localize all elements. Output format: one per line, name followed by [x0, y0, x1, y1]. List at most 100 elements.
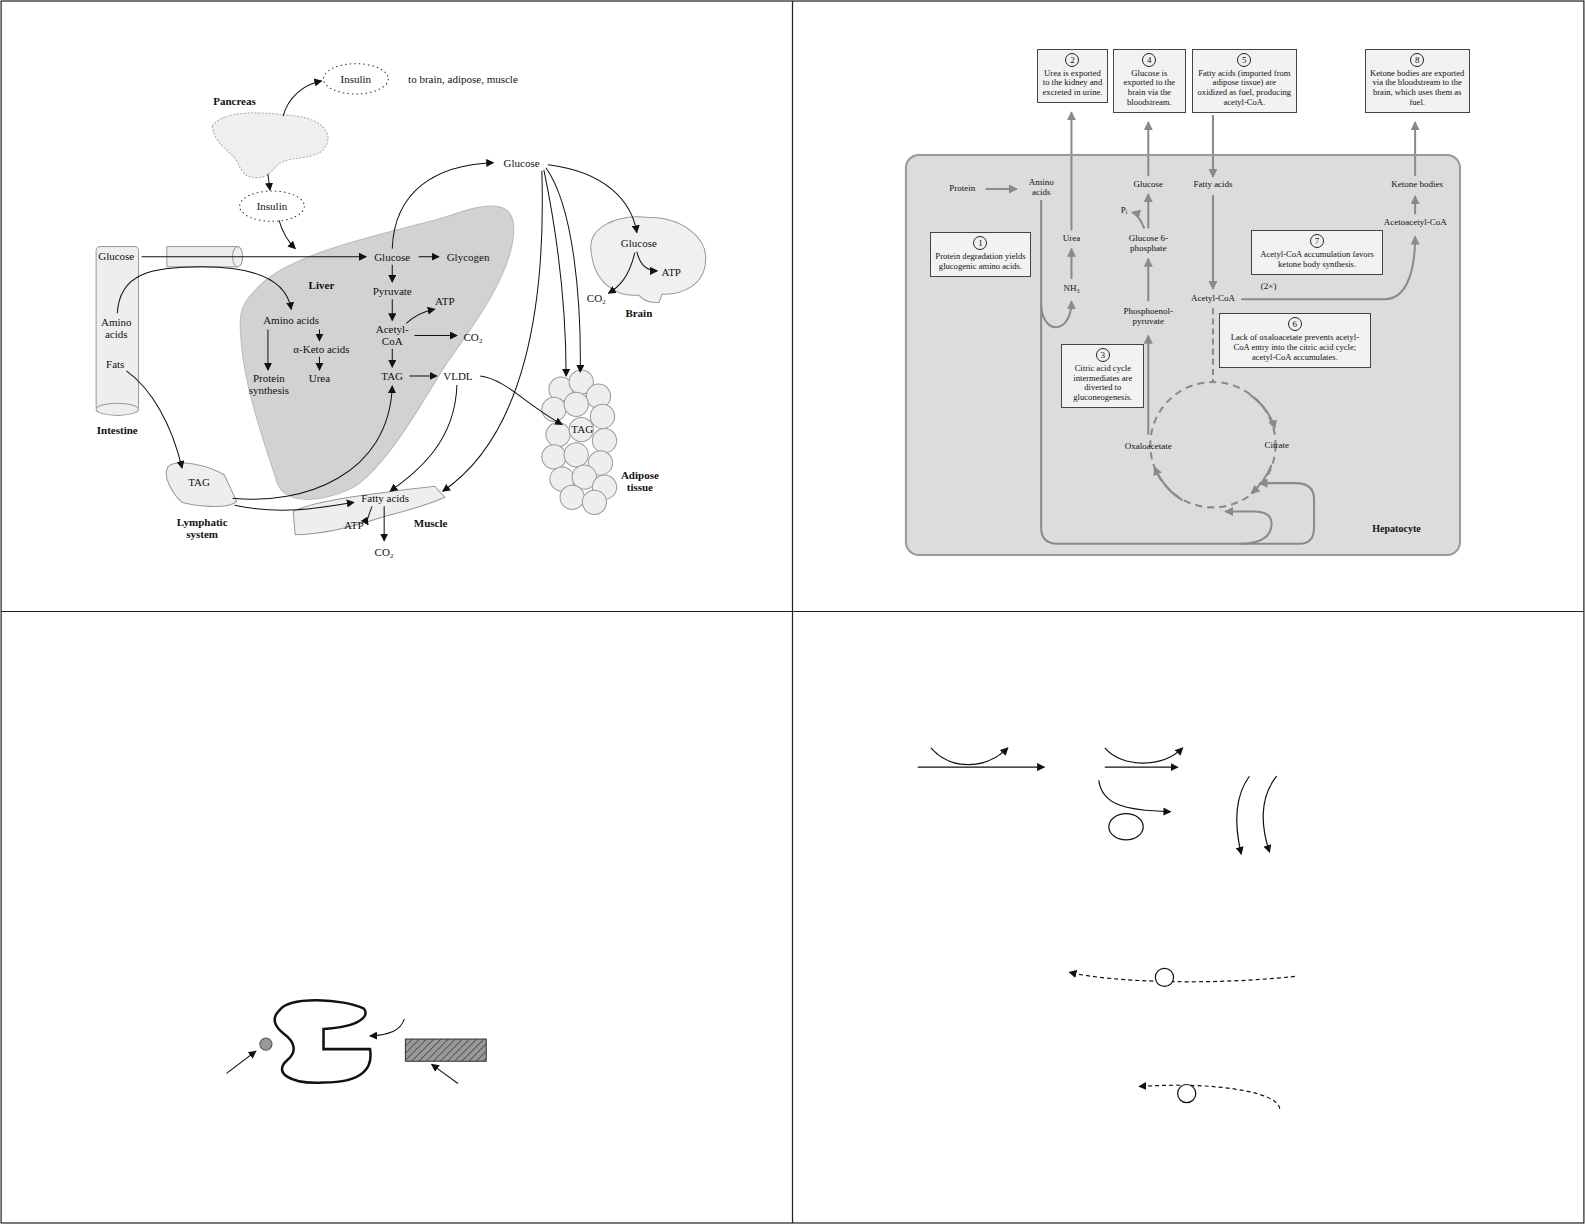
metabolite-label: Fatty acids	[1193, 180, 1232, 190]
metabolite-label: Acetoacetyl-CoA	[1384, 218, 1447, 228]
metabolite-label: (2×)	[1261, 282, 1277, 292]
pathway-label: α-Keto acids	[293, 343, 349, 355]
pathway-label: TAG	[571, 423, 593, 435]
callout-number: 7	[1310, 234, 1324, 248]
export-arrow	[1147, 122, 1149, 176]
pathway-label: Lymphatic system	[167, 516, 237, 540]
pathway-label: Adipose tissue	[613, 469, 667, 493]
liver-shape	[240, 206, 514, 500]
callout-box: 8Ketone bodies are exported via the bloo…	[1365, 49, 1470, 114]
metabolite-label: Phosphoenol- pyruvate	[1117, 308, 1179, 328]
metabolite-label: NH₃	[1063, 284, 1079, 294]
metabolite-label: Glucose	[1134, 180, 1164, 190]
pathway-label: Insulin	[341, 73, 372, 85]
callout-number: 5	[1237, 53, 1251, 67]
export-arrow	[1414, 122, 1416, 176]
pathway-label: Brain	[625, 307, 652, 319]
pathway-label: Acetyl- CoA	[370, 322, 414, 346]
pathway-label: Protein synthesis	[239, 372, 299, 396]
pathway-label: Fatty acids	[361, 492, 409, 504]
callout-number: 3	[1096, 348, 1110, 362]
pathway-label: CO₂	[464, 331, 483, 343]
fat-cell	[560, 485, 584, 509]
callout-number: 8	[1410, 53, 1424, 67]
brain-shape	[591, 217, 706, 303]
callout-box: 2Urea is exported to the kidney and excr…	[1037, 49, 1108, 104]
metabolite-label: Protein	[949, 184, 975, 194]
pathway-label: CO₂	[587, 292, 606, 304]
callout-box: 6Lack of oxaloacetate prevents acetyl-Co…	[1219, 313, 1371, 368]
cell-name: Hepatocyte	[1372, 523, 1420, 534]
metabolite-label: Glucose 6-phosphate	[1118, 234, 1178, 254]
pathway-label: Muscle	[414, 517, 448, 529]
metabolism-illustration	[96, 64, 706, 541]
pathway-label: TAG	[188, 476, 210, 488]
callout-number: 4	[1142, 53, 1156, 67]
callout-box: 7Acetyl-CoA accumulation favors ketone b…	[1251, 230, 1382, 275]
pathway-label: Pancreas	[213, 95, 256, 107]
pathway-label: Glucose	[504, 157, 540, 169]
export-arrow	[1070, 112, 1072, 230]
pathway-label: Glucose	[98, 250, 134, 262]
pathway-label: ATP	[661, 266, 681, 278]
metabolite-label: Citrate	[1264, 441, 1289, 451]
fat-cell	[542, 445, 566, 469]
callout-box: 3Citric acid cycle intermediates are div…	[1061, 344, 1144, 409]
callout-number: 2	[1065, 53, 1079, 67]
metabolite-label: Oxaloacetate	[1125, 442, 1172, 452]
pathway-label: Amino acids	[263, 314, 319, 326]
pathway-label: Insulin	[257, 200, 288, 212]
fat-cell	[592, 429, 616, 453]
pancreas-shape	[212, 113, 328, 178]
pathway-label: Glucose	[621, 237, 657, 249]
fat-cell	[569, 417, 593, 441]
pathway-label: Glycogen	[447, 251, 490, 263]
metabolite-label: Amino acids	[1021, 178, 1061, 198]
callout-number: 1	[973, 236, 987, 250]
callout-text: Glucose is exported to the brain via the…	[1118, 69, 1181, 109]
pathway-label: Liver	[309, 279, 335, 291]
arrow-sketches	[918, 748, 1295, 1109]
export-arrows	[1071, 112, 1415, 230]
insulin-burst	[324, 64, 389, 94]
pathway-label: ATP	[435, 295, 455, 307]
pathway-label: TAG	[381, 370, 403, 382]
pathway-label: Amino acids	[96, 315, 136, 339]
fat-cell	[564, 443, 588, 467]
fat-cell	[546, 422, 570, 446]
callout-number: 6	[1288, 317, 1302, 331]
callout-text: Ketone bodies are exported via the blood…	[1370, 69, 1465, 109]
pathway-label: Fats	[106, 358, 124, 370]
metabolite-label: Urea	[1063, 234, 1081, 244]
fat-cell	[542, 397, 566, 421]
metabolite-label: Pᵢ	[1121, 206, 1127, 216]
callout-box: 4Glucose is exported to the brain via th…	[1113, 49, 1186, 114]
intestine-shape	[96, 247, 243, 416]
import-arrow	[1212, 115, 1214, 177]
cell-region: Hepatocyte 1Protein degradation yields gl…	[905, 154, 1461, 556]
metabolite-label: Ketone bodies	[1391, 180, 1443, 190]
fat-cell	[582, 490, 606, 514]
callout-box: 1Protein degradation yields glucogenic a…	[930, 232, 1031, 277]
pathway-label: to brain, adipose, muscle	[408, 73, 518, 85]
lymphatic-shape	[166, 463, 236, 507]
pathway-label: Intestine	[97, 424, 138, 436]
callout-text: Acetyl-CoA accumulation favors ketone bo…	[1256, 250, 1377, 270]
adipose-shape	[542, 370, 617, 515]
callout-text: Protein degradation yields glucogenic am…	[935, 252, 1026, 272]
pathway-label: Urea	[309, 372, 330, 384]
pathway-label: CO₂	[375, 546, 394, 558]
enzyme-sketch	[226, 1000, 486, 1083]
hepatocyte-fill	[905, 154, 1461, 556]
insulin-burst	[240, 191, 305, 221]
callout-box: 5Fatty acids (imported from adipose tiss…	[1192, 49, 1297, 114]
hepatocyte-pathways	[905, 154, 1461, 556]
fat-cell	[590, 404, 614, 428]
fat-cell	[564, 392, 588, 416]
callout-text: Fatty acids (imported from adipose tissu…	[1197, 69, 1292, 109]
metabolite-label: Acetyl-CoA	[1191, 294, 1235, 304]
pathway-label: VLDL	[443, 370, 472, 382]
pathway-label: ATP	[344, 519, 364, 531]
